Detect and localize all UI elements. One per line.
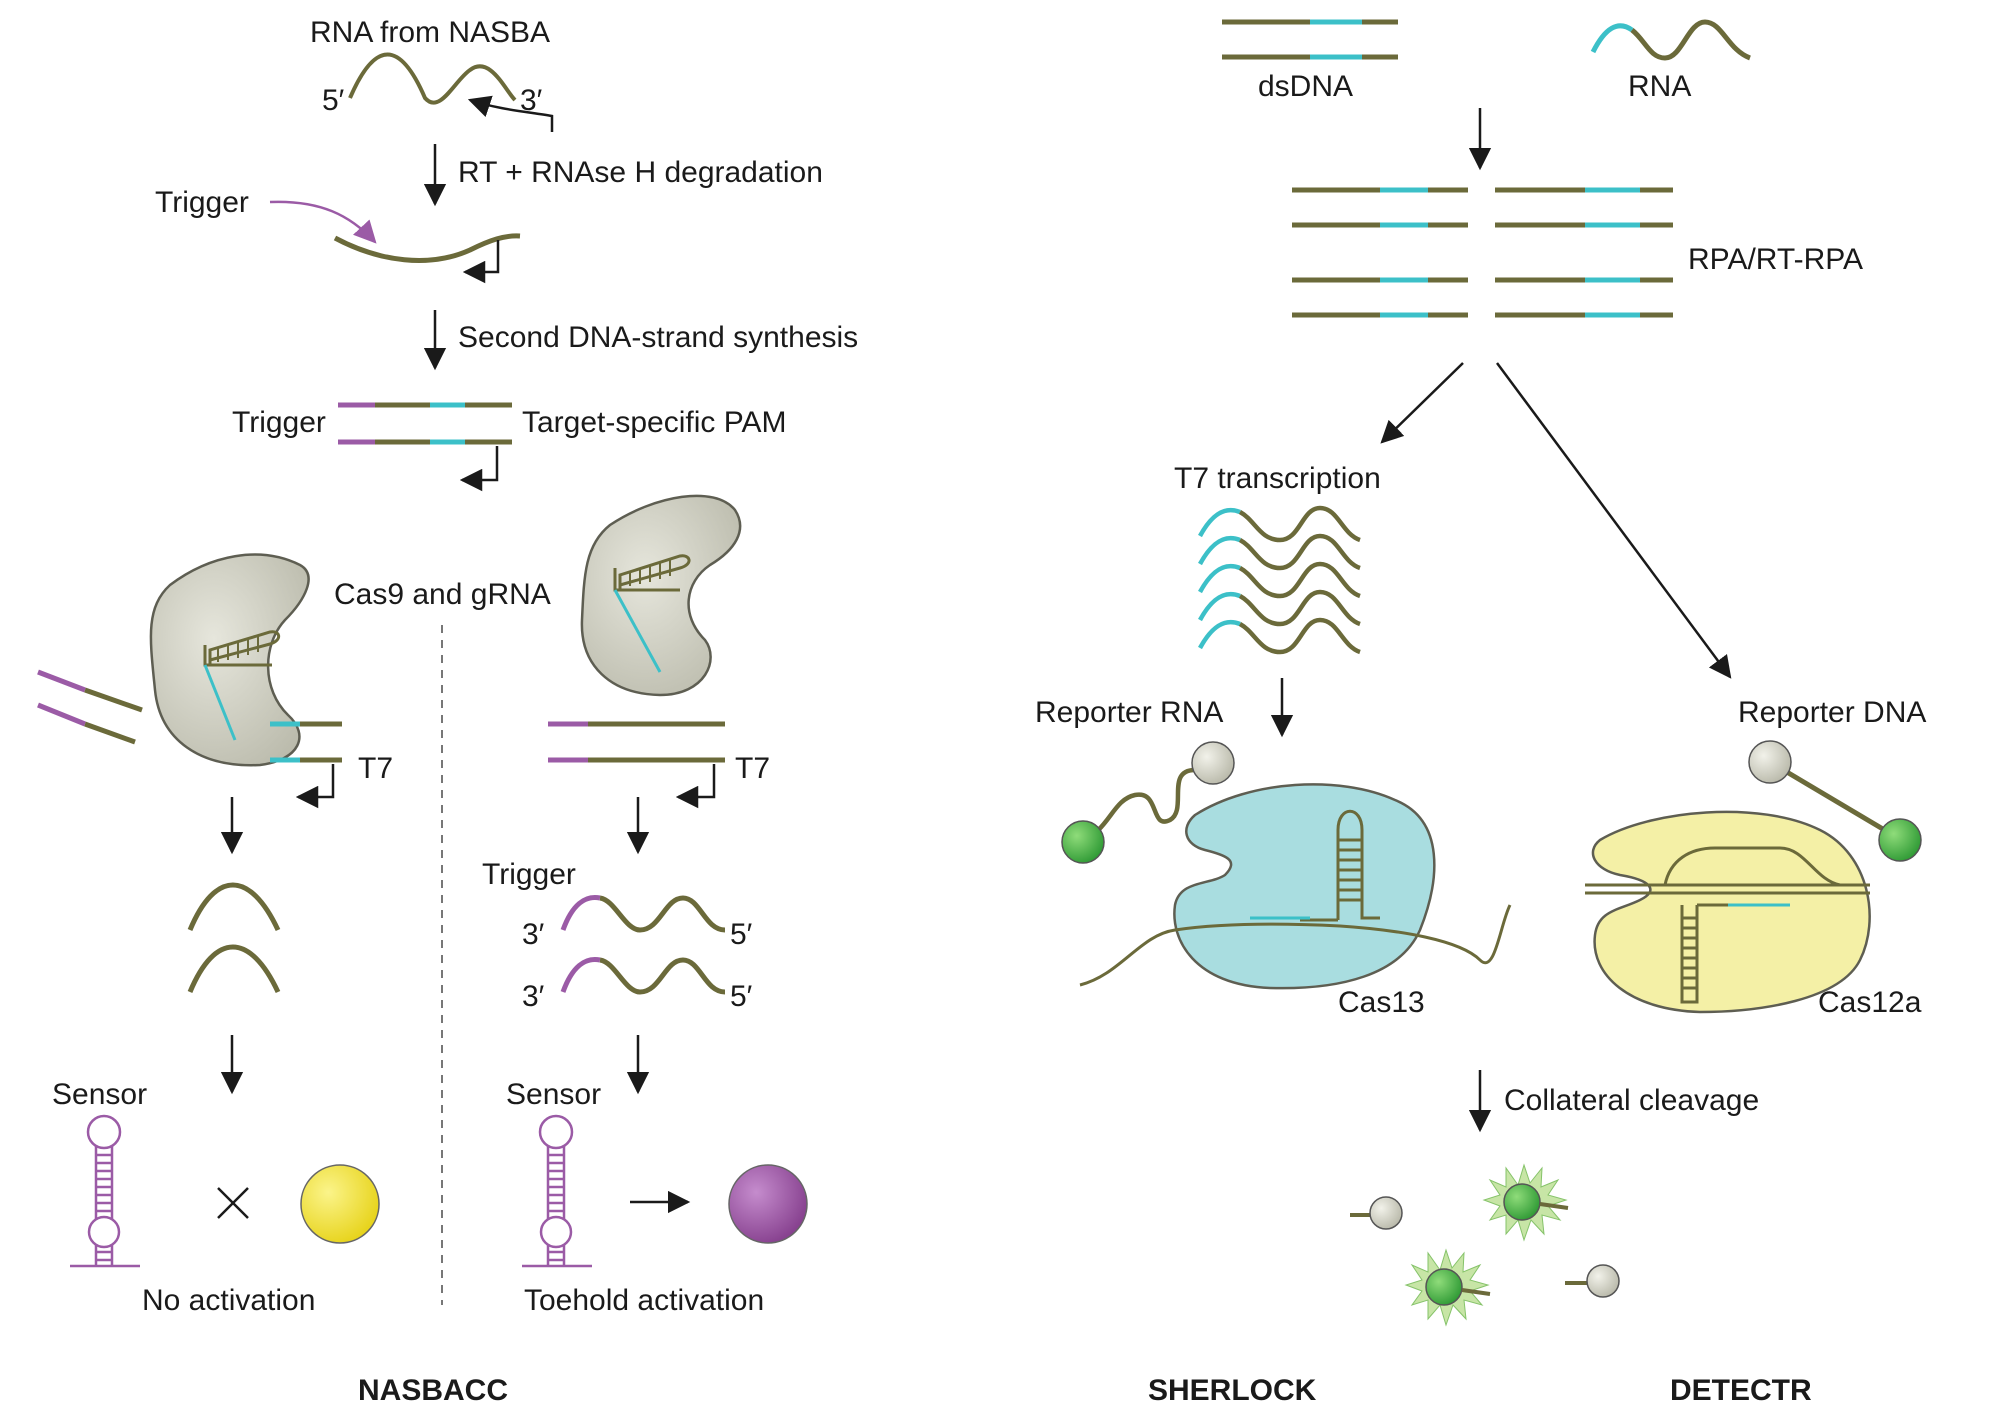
no-activation-label: No activation: [142, 1284, 315, 1317]
three-prime-label: 3′: [522, 918, 545, 951]
sherlock-title: SHERLOCK: [1148, 1374, 1317, 1407]
toehold-sensor: [522, 1114, 592, 1268]
branch-arrow: [1495, 362, 1732, 679]
trigger-region: [560, 894, 601, 931]
promoter-arrow: [459, 446, 499, 492]
rna-transcript: [599, 895, 726, 933]
fluorophore: [1878, 818, 1922, 862]
rna-input: [1630, 19, 1752, 61]
nasbacc-title: NASBACC: [358, 1374, 508, 1407]
sherlock-detectr-panel: dsDNA RNA RPA/RT-RPA T7 transcription: [1035, 19, 1926, 1407]
no-activation-x: [217, 1187, 249, 1219]
toehold-sensor: [70, 1114, 140, 1268]
promoter-arrow: [675, 764, 716, 809]
rna-strand: [348, 52, 517, 105]
nasbacc-panel: RNA from NASBA 5′ 3′ RT + RNAse H degrad…: [37, 16, 858, 1407]
pam-label: Target-specific PAM: [522, 406, 787, 439]
cas12a-label: Cas12a: [1818, 986, 1922, 1019]
branch-arrow: [1380, 362, 1464, 444]
step-rt-label: RT + RNAse H degradation: [458, 156, 823, 189]
trigger-arrow: [269, 200, 377, 244]
yellow-reporter-circle: [300, 1164, 380, 1244]
cas12a-crrna: [1663, 846, 1841, 1004]
fluorophore: [1061, 820, 1105, 864]
cas13-protein: [1173, 783, 1436, 990]
t7-label: T7: [358, 752, 393, 785]
rna-transcript: [187, 944, 281, 994]
three-prime-label: 3′: [522, 980, 545, 1013]
detectr-title: DETECTR: [1670, 1374, 1812, 1407]
trigger-label: Trigger: [232, 406, 326, 439]
dsdna-trigger: [338, 402, 512, 445]
rna-from-nasba-label: RNA from NASBA: [310, 16, 550, 49]
grna: [203, 630, 281, 741]
cas9-protein: [580, 494, 742, 697]
quencher: [1586, 1264, 1620, 1298]
rt-primer-arrow: [467, 95, 554, 132]
trigger-region: [560, 956, 601, 993]
rna-target-region: [1590, 23, 1634, 54]
rna-transcript: [599, 957, 726, 995]
cleaved-reporters: [1350, 1163, 1620, 1327]
dsdna-input: [1222, 19, 1398, 60]
cas12a-target-dna: [1585, 883, 1870, 907]
cas9-protein: [149, 553, 310, 767]
dsdna-label: dsDNA: [1258, 70, 1353, 103]
transcribed-rna: [1198, 505, 1361, 655]
cdna-strand: [333, 233, 521, 263]
rpa-label: RPA/RT-RPA: [1688, 243, 1863, 276]
amplified-dsdna: [1292, 187, 1673, 318]
trigger-label: Trigger: [155, 186, 249, 219]
dsdna-target: [548, 721, 725, 763]
trigger-label: Trigger: [482, 858, 576, 891]
t7-label: T7: [735, 752, 770, 785]
five-prime-label: 5′: [322, 84, 345, 117]
cleaved-dna: [37, 669, 342, 763]
step-second-strand-label: Second DNA-strand synthesis: [458, 321, 858, 354]
quencher: [1748, 740, 1792, 784]
promoter-arrow: [462, 240, 500, 284]
rna-transcript: [187, 882, 281, 932]
reporter-rna-label: Reporter RNA: [1035, 696, 1223, 729]
cas9-label: Cas9 and gRNA: [334, 578, 551, 611]
cas12a-protein: [1591, 810, 1871, 1014]
cas13-label: Cas13: [1338, 986, 1425, 1019]
quencher: [1191, 741, 1235, 785]
cas13-crrna: [1300, 809, 1380, 922]
target-rna: [1079, 904, 1512, 987]
sensor-label: Sensor: [506, 1078, 601, 1111]
sensor-label: Sensor: [52, 1078, 147, 1111]
t7-transcription-label: T7 transcription: [1174, 462, 1381, 495]
three-prime-label: 3′: [520, 84, 543, 117]
violet-reporter-circle: [728, 1164, 808, 1244]
five-prime-label: 5′: [730, 918, 753, 951]
fluorophore: [1503, 1183, 1541, 1221]
reporter-dna-label: Reporter DNA: [1738, 696, 1926, 729]
toehold-activation-label: Toehold activation: [524, 1284, 764, 1317]
collateral-cleavage-label: Collateral cleavage: [1504, 1084, 1759, 1117]
reporter-dna-strand: [1768, 759, 1900, 841]
five-prime-label: 5′: [730, 980, 753, 1013]
quencher: [1369, 1196, 1403, 1230]
rna-label: RNA: [1628, 70, 1691, 103]
promoter-arrow: [295, 764, 335, 809]
grna: [613, 554, 691, 673]
fluorophore: [1425, 1268, 1463, 1306]
